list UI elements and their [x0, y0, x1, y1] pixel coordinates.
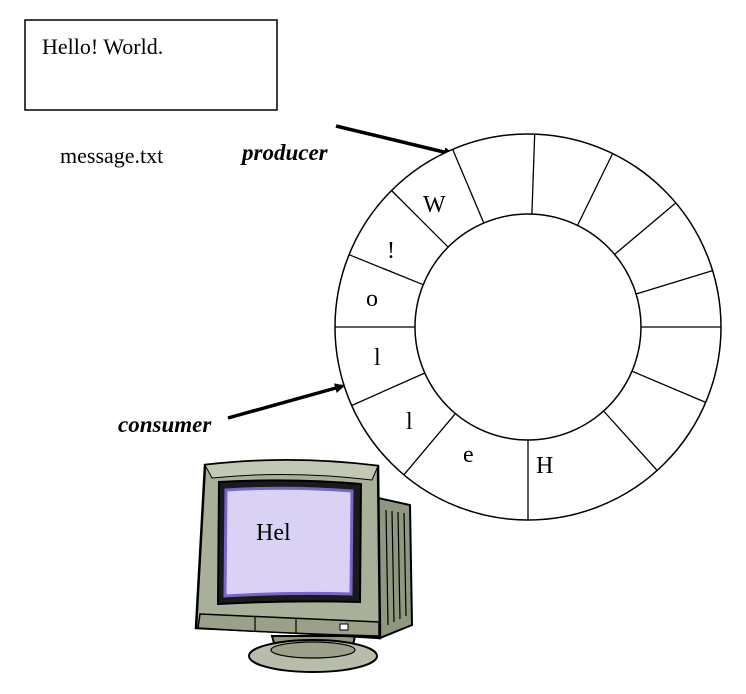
slot-char-o: o [366, 286, 378, 312]
monitor-bezel-top [204, 459, 379, 481]
slot-char-l1: l [374, 345, 381, 371]
monitor-vents [385, 509, 407, 626]
ring-inner [414, 213, 642, 441]
slot-char-exclaim: ! [387, 238, 395, 264]
ring-divider-10 [603, 410, 658, 471]
monitor-control-strip [197, 613, 380, 637]
file-box [24, 19, 278, 111]
ring-divider-4 [531, 134, 536, 215]
producer-pointer: producer [240, 124, 454, 165]
power-button [339, 623, 349, 631]
file-name: message.txt [60, 143, 163, 168]
slot-char-e: e [463, 442, 474, 468]
slot-char-h: H [536, 453, 553, 479]
file-content: Hello! World. [42, 34, 163, 59]
ring-divider-6 [614, 202, 677, 255]
ring-dividers [335, 134, 721, 520]
producer-label: producer [240, 140, 329, 165]
ring-divider-3 [452, 149, 485, 224]
ring-characters: W ! o l l e H [366, 192, 553, 479]
consumer-label: consumer [118, 412, 212, 437]
monitor-screen [223, 486, 354, 598]
ring-divider-1 [348, 254, 424, 286]
consumer-arrow [227, 383, 345, 420]
ring-divider-12 [403, 413, 456, 476]
ring-divider-9 [631, 370, 706, 403]
producer-arrow [335, 124, 454, 157]
message-file: Hello! World. message.txt [24, 19, 278, 168]
monitor-screen-text: Hel [256, 520, 291, 546]
monitor-stand-base-top [270, 641, 356, 659]
slot-char-l2: l [406, 409, 413, 435]
monitor-back [376, 496, 414, 640]
monitor: Hel [194, 459, 414, 673]
ring-buffer: W ! o l l e H [334, 133, 722, 521]
consumer-pointer: consumer [118, 383, 345, 437]
slot-char-w: W [423, 192, 446, 218]
ring-divider-5 [576, 153, 614, 226]
ring-divider-7 [635, 269, 713, 295]
ring-divider-2 [391, 190, 449, 248]
ring-divider-13 [351, 372, 426, 407]
